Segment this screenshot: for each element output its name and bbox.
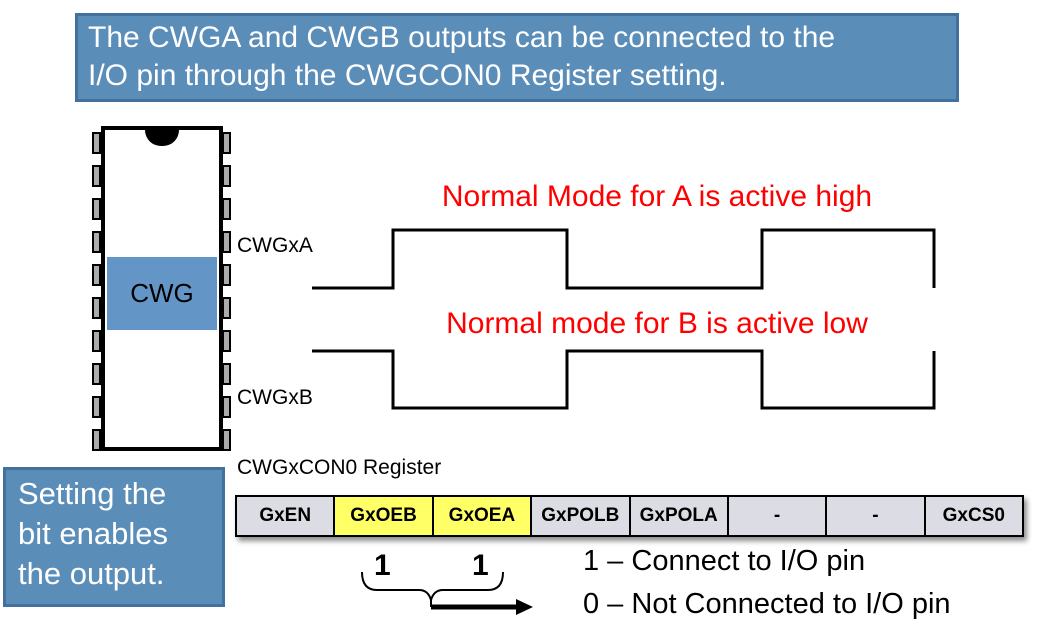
register-bit-unimpl-1: - <box>728 497 828 535</box>
underbrace-arrow-icon <box>361 571 533 615</box>
chip-pin <box>92 231 101 253</box>
legend-connect: 1 – Connect to I/O pin <box>583 545 866 577</box>
register-bit-gxpolb: GxPOLB <box>532 497 631 535</box>
arrow-head-icon <box>516 599 533 615</box>
chip-pin <box>222 264 231 286</box>
chip-pin <box>222 198 231 220</box>
chip-pin <box>92 429 101 451</box>
chip-pin <box>222 165 231 187</box>
chip-pin <box>222 363 231 385</box>
title-banner-line2: I/O pin through the CWGCON0 Register set… <box>88 59 727 92</box>
caption-mode-a: Normal Mode for A is active high <box>441 180 873 213</box>
chip-pin <box>92 198 101 220</box>
note-line3: the output. <box>18 556 165 591</box>
title-banner: The CWGA and CWGB outputs can be connect… <box>75 13 959 102</box>
register-bit-gxpola: GxPOLA <box>630 497 729 535</box>
note-line2: bit enables <box>18 516 168 551</box>
register-bit-gxen: GxEN <box>237 497 336 535</box>
register-bit-gxoeb: GxOEB <box>335 497 434 535</box>
waveform-diagram <box>312 228 936 410</box>
register-bit-gxcs0: GxCS0 <box>925 497 1022 535</box>
cwg-block-label: CWG <box>130 278 194 308</box>
chip-pin <box>222 330 231 352</box>
note-box: Setting the bit enables the output. <box>3 467 225 607</box>
register-title: CWGxCON0 Register <box>237 456 442 479</box>
legend-not-connected: 0 – Not Connected to I/O pin <box>583 588 951 620</box>
chip-pin <box>92 165 101 187</box>
chip-pin <box>222 297 231 319</box>
bit-value-gxoea: 1 <box>472 549 489 582</box>
chip-pin <box>92 297 101 319</box>
underbrace <box>361 571 504 604</box>
chip-notch-icon <box>145 130 179 146</box>
waveform-cwgxa <box>312 228 936 290</box>
chip-pin <box>92 363 101 385</box>
note-line1: Setting the <box>18 476 167 511</box>
chip-pin <box>222 132 231 154</box>
register-table: GxEN GxOEB GxOEA GxPOLB GxPOLA - - GxCS0 <box>235 495 1024 537</box>
chip-package: CWG <box>92 126 232 451</box>
title-banner-line1: The CWGA and CWGB outputs can be connect… <box>88 21 836 54</box>
chip-pin <box>222 231 231 253</box>
register-bit-gxoea: GxOEA <box>433 497 533 535</box>
chip-pin <box>92 264 101 286</box>
chip-pin <box>92 132 101 154</box>
waveform-cwgxb <box>312 349 936 410</box>
chip-pin <box>222 429 231 451</box>
chip-pin <box>92 396 101 418</box>
bit-value-gxoeb: 1 <box>374 549 391 582</box>
register-bit-unimpl-2: - <box>827 497 926 535</box>
signal-label-cwgxb: CWGxB <box>237 386 313 409</box>
cwg-block: CWG <box>107 257 217 330</box>
signal-label-cwgxa: CWGxA <box>237 234 313 257</box>
chip-pin <box>92 330 101 352</box>
caption-mode-b: Normal mode for B is active low <box>446 307 868 340</box>
chip-pin <box>222 396 231 418</box>
